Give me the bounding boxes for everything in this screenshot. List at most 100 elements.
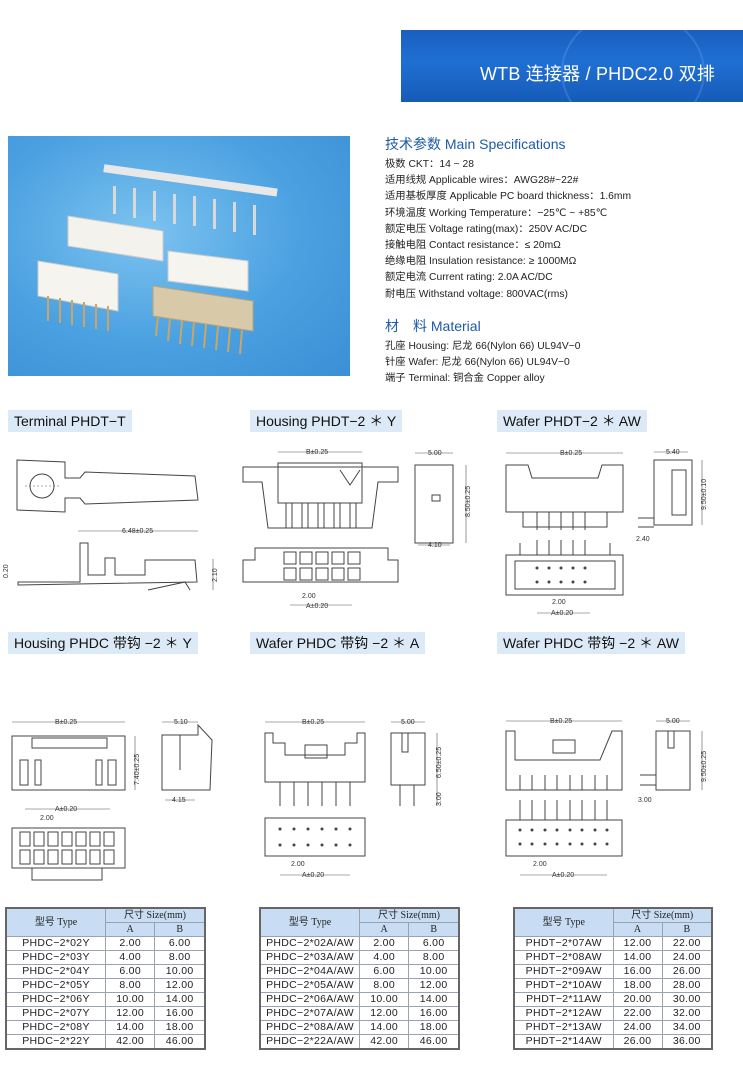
cell-type: PHDC−2*06A/AW bbox=[259, 992, 360, 1007]
dim-width: 5.00 bbox=[666, 718, 680, 725]
dim-height: 8.50±0.25 bbox=[465, 486, 472, 517]
cell-b: 16.00 bbox=[408, 1006, 460, 1021]
cell-a: 26.00 bbox=[612, 1034, 663, 1050]
cell-a: 10.00 bbox=[104, 992, 156, 1007]
cell-a: 12.00 bbox=[612, 936, 663, 951]
cell-b: 8.00 bbox=[408, 950, 460, 965]
cell-a: 42.00 bbox=[358, 1034, 410, 1050]
section-label-wafer-phdc-aw: Wafer PHDC 带钩 −2 ＊ AW bbox=[497, 632, 685, 654]
cell-a: 18.00 bbox=[612, 978, 663, 993]
cell-a: 14.00 bbox=[104, 1020, 156, 1035]
cell-type: PHDT−2*12AW bbox=[513, 1006, 614, 1021]
cell-b: 16.00 bbox=[154, 1006, 206, 1021]
cell-a: 14.00 bbox=[612, 950, 663, 965]
cell-type: PHDC−2*02A/AW bbox=[259, 936, 360, 951]
cell-type: PHDT−2*08AW bbox=[513, 950, 614, 965]
cell-a: 12.00 bbox=[104, 1006, 156, 1021]
section-label-wafer-phdt: Wafer PHDT−2 ＊ AW bbox=[497, 410, 647, 432]
material-item: 孔座 Housing: 尼龙 66(Nylon 66) UL94V−0 bbox=[385, 340, 581, 352]
cell-type: PHDT−2*10AW bbox=[513, 978, 614, 993]
cell-b: 22.00 bbox=[661, 936, 713, 951]
dim-height: 6.50±0.25 bbox=[436, 747, 443, 778]
dim-offset: 3.00 bbox=[638, 797, 652, 804]
dim-pitch: 2.00 bbox=[533, 861, 547, 868]
dim-a: A±0.20 bbox=[306, 603, 328, 610]
cell-type: PHDC−2*08Y bbox=[5, 1020, 106, 1035]
cell-type: PHDC−2*22A/AW bbox=[259, 1034, 360, 1050]
dim-terminal-thickness: 0.20 bbox=[3, 564, 10, 578]
cell-type: PHDC−2*05A/AW bbox=[259, 978, 360, 993]
cell-b: 26.00 bbox=[661, 964, 713, 979]
cell-type: PHDC−2*07A/AW bbox=[259, 1006, 360, 1021]
cell-a: 2.00 bbox=[358, 936, 410, 951]
dim-offset: 2.40 bbox=[636, 536, 650, 543]
dim-pitch: 2.00 bbox=[302, 593, 316, 600]
cell-type: PHDT−2*07AW bbox=[513, 936, 614, 951]
cell-a: 8.00 bbox=[358, 978, 410, 993]
cell-a: 24.00 bbox=[612, 1020, 663, 1035]
cell-type: PHDT−2*13AW bbox=[513, 1020, 614, 1035]
section-label-housing-phdc: Housing PHDC 带钩 −2 ＊ Y bbox=[8, 632, 198, 654]
dim-depth: 4.10 bbox=[428, 542, 442, 549]
section-label-housing-phdt: Housing PHDT−2 ＊ Y bbox=[250, 410, 403, 432]
dim-a: A±0.20 bbox=[551, 610, 573, 617]
header-banner: WTB 连接器 / PHDC2.0 双排 bbox=[401, 30, 743, 102]
spec-item: 环境温度 Working Temperature：−25℃ ~ +85℃ bbox=[385, 207, 608, 219]
cell-a: 10.00 bbox=[358, 992, 410, 1007]
header-type: 型号 Type bbox=[5, 907, 106, 937]
cell-b: 6.00 bbox=[408, 936, 460, 951]
header-type: 型号 Type bbox=[513, 907, 614, 937]
connector-photo-illustration bbox=[37, 164, 278, 355]
header-a: A bbox=[358, 922, 410, 937]
cell-a: 20.00 bbox=[612, 992, 663, 1007]
dim-b: B±0.25 bbox=[55, 719, 77, 726]
cell-a: 4.00 bbox=[358, 950, 410, 965]
cell-b: 28.00 bbox=[661, 978, 713, 993]
cell-a: 16.00 bbox=[612, 964, 663, 979]
cell-b: 12.00 bbox=[408, 978, 460, 993]
header-b: B bbox=[154, 922, 206, 937]
cell-b: 14.00 bbox=[408, 992, 460, 1007]
dim-terminal-length: 6.48±0.25 bbox=[122, 528, 153, 535]
page-title: WTB 连接器 / PHDC2.0 双排 bbox=[479, 64, 715, 84]
spec-item: 极数 CKT：14 ~ 28 bbox=[385, 159, 474, 170]
cell-type: PHDT−2*09AW bbox=[513, 964, 614, 979]
cell-type: PHDC−2*08A/AW bbox=[259, 1020, 360, 1035]
drawing-wafer-phdc-aw: B±0.25 5.00 9.50±0.25 3.00 2.00 A±0.20 bbox=[505, 718, 708, 879]
drawing-terminal: 6.48±0.25 0.20 2.10 bbox=[3, 459, 219, 591]
dim-pin-length: 3.00 bbox=[436, 792, 443, 806]
drawing-housing-phdc: B±0.25 7.40±0.25 5.10 4.15 A±0.20 2.00 bbox=[11, 719, 213, 881]
dim-pitch: 2.00 bbox=[40, 815, 54, 822]
dim-a: A±0.20 bbox=[55, 806, 77, 813]
cell-type: PHDC−2*07Y bbox=[5, 1006, 106, 1021]
dim-a: A±0.20 bbox=[302, 872, 324, 879]
dim-height: 9.50±0.25 bbox=[701, 751, 708, 782]
cell-type: PHDC−2*22Y bbox=[5, 1034, 106, 1050]
cell-type: PHDC−2*06Y bbox=[5, 992, 106, 1007]
dim-b: B±0.25 bbox=[560, 450, 582, 457]
dim-b: B±0.25 bbox=[550, 718, 572, 725]
cell-a: 22.00 bbox=[612, 1006, 663, 1021]
drawing-wafer-phdc-a: B±0.25 5.00 6.50±0.25 3.00 2.00 A±0.20 bbox=[264, 719, 443, 879]
